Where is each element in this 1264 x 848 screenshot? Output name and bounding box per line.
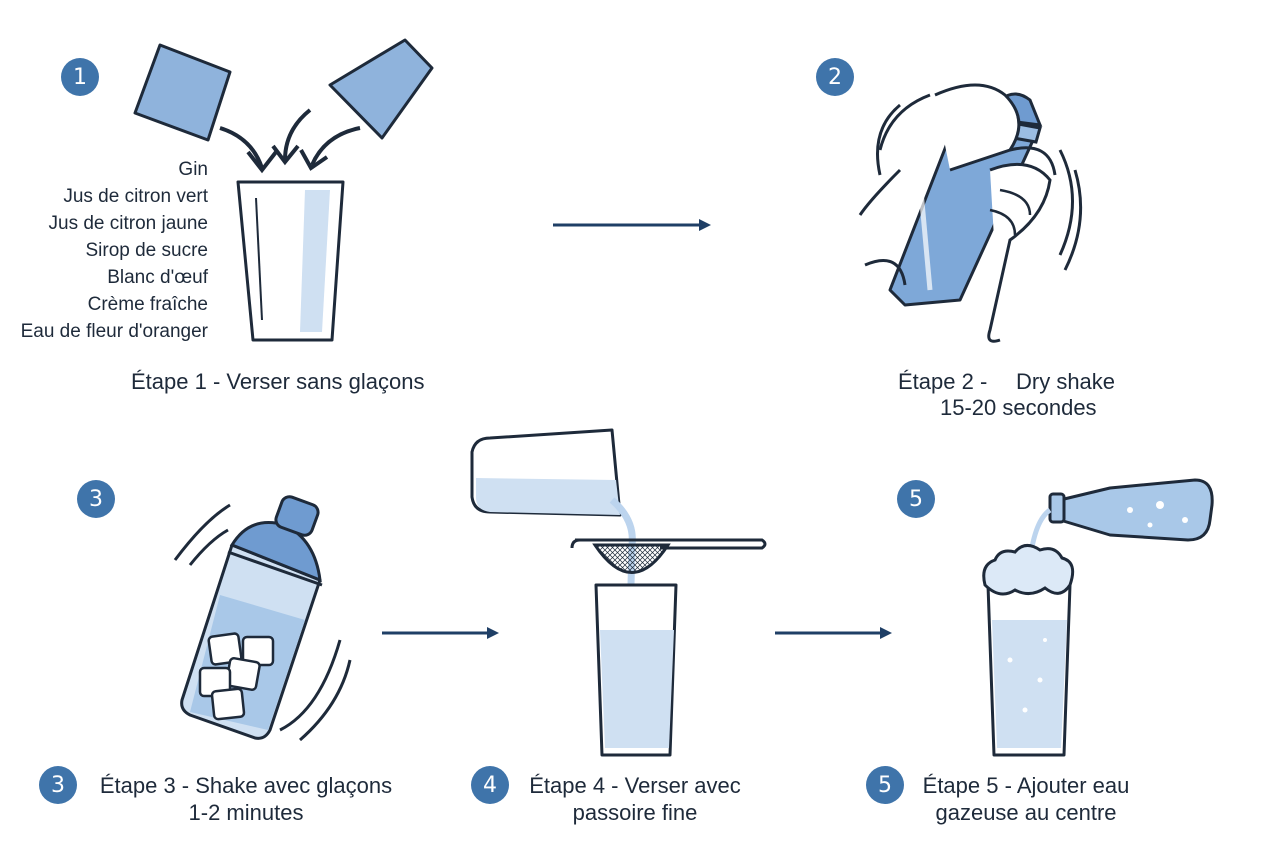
- ingredient-item: Crème fraîche: [87, 294, 208, 315]
- step-2-badge: 2: [816, 58, 854, 96]
- ingredient-item: Jus de citron vert: [63, 186, 208, 207]
- step-4-caption: Étape 4 - Verser avec passoire fine: [520, 772, 750, 826]
- jigger-left-icon: [133, 43, 232, 142]
- ingredient-item: Blanc d'œuf: [107, 267, 208, 288]
- step-5-caption-line1: Étape 5 - Ajouter eau: [922, 773, 1130, 798]
- jigger-right-icon: [328, 38, 434, 140]
- ingredient-item: Sirop de sucre: [85, 240, 208, 261]
- step-4-caption-line2: passoire fine: [572, 800, 698, 825]
- step-5-caption: Étape 5 - Ajouter eau gazeuse au centre: [915, 772, 1137, 826]
- step-3-caption-line1: Étape 3 - Shake avec glaçons: [99, 773, 393, 798]
- step-1-badge: 1: [61, 58, 99, 96]
- ingredient-list: Gin Jus de citron vert Jus de citron jau…: [21, 156, 208, 345]
- step-5-badge: 5: [897, 480, 935, 518]
- step-2-caption-title: Dry shake: [1016, 369, 1116, 394]
- step-2-caption-prefix: Étape 2 -: [898, 369, 988, 394]
- step-3-caption-badge: 3: [39, 766, 77, 804]
- step-3-caption: Étape 3 - Shake avec glaçons 1-2 minutes: [96, 772, 396, 826]
- step-3-caption-line2: 1-2 minutes: [188, 800, 304, 825]
- ingredient-item: Jus de citron jaune: [48, 213, 209, 234]
- step-5-caption-line2: gazeuse au centre: [935, 800, 1117, 825]
- shaker-with-ice-icon: [173, 495, 352, 742]
- step-1-caption: Étape 1 - Verser sans glaçons: [131, 369, 425, 394]
- strainer-pour-icon: [470, 428, 767, 757]
- step-4-caption-line1: Étape 4 - Verser avec: [529, 773, 741, 798]
- ingredient-item: Eau de fleur d'oranger: [20, 321, 208, 342]
- pour-arrows-icon: [219, 108, 361, 174]
- dry-shake-icon: [858, 83, 1083, 343]
- step-4-caption-badge: 4: [471, 766, 509, 804]
- step-2-caption-duration: 15-20 secondes: [940, 395, 1097, 420]
- step-3-badge: 3: [77, 480, 115, 518]
- mixing-glass-icon: [236, 180, 345, 342]
- soda-pour-icon: [982, 478, 1214, 757]
- ingredient-item: Gin: [178, 159, 208, 180]
- step-5-caption-badge: 5: [866, 766, 904, 804]
